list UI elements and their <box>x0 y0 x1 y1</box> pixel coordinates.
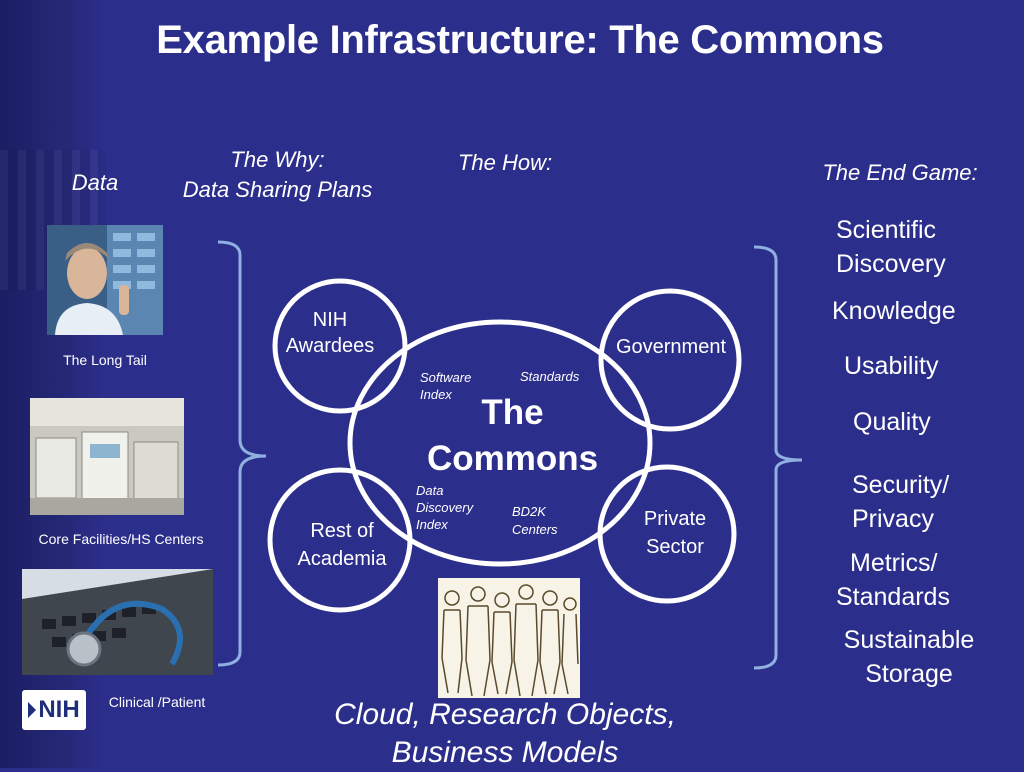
commons-title-line1: The <box>481 393 544 432</box>
nih-logo-text: NIH <box>38 696 80 723</box>
commons-ellipse <box>347 319 653 567</box>
standards-label: Standards <box>520 369 580 384</box>
why-header-line1: The Why: <box>230 147 325 172</box>
nih-logo: NIH <box>22 690 86 730</box>
end-game-text: Sustainable <box>843 626 975 654</box>
software-index-label: Software Index <box>420 369 471 403</box>
nih-awardees-line1: NIH <box>312 309 348 331</box>
chevron-right-icon <box>28 702 37 718</box>
core-facilities-caption: Core Facilities/HS Centers <box>38 531 204 547</box>
nih-awardees-line2: Awardees <box>285 335 375 357</box>
why-header: The Why: Data Sharing Plans <box>150 145 405 205</box>
government-label: Government <box>615 336 727 358</box>
scientist-touchscreen-photo-icon <box>47 225 163 335</box>
ddi-line3: Index <box>416 517 448 532</box>
end-game-item-usability: Usability <box>844 352 939 380</box>
data-header: Data <box>71 170 119 195</box>
long-tail-photo <box>47 225 163 335</box>
clinical-photo <box>22 569 213 675</box>
private-sector-line1: Private <box>643 508 707 530</box>
bd2k-line1: BD2K <box>512 504 546 519</box>
private-sector-label: Private Sector <box>615 505 735 561</box>
commons-title: The Commons <box>400 390 625 482</box>
footer-line1: Cloud, Research Objects, <box>334 698 676 731</box>
software-index-line1: Software <box>420 370 472 385</box>
private-sector-circle <box>597 464 737 604</box>
people-sketch <box>438 578 580 698</box>
bd2k-line2: Centers <box>512 522 558 537</box>
right-bracket <box>753 245 803 670</box>
commons-title-line2: Commons <box>426 439 599 478</box>
rest-of-academia-line2: Academia <box>297 548 387 570</box>
core-facilities-photo <box>30 398 184 515</box>
nih-awardees-label: NIH Awardees <box>270 307 390 359</box>
software-index-line2: Index <box>420 387 452 402</box>
end-game-text: Discovery <box>836 250 946 278</box>
why-header-line2: Data Sharing Plans <box>182 177 373 202</box>
bd2k-centers-label: BD2K Centers <box>512 503 558 539</box>
end-game-item-sustainable-storage: Sustainable Storage <box>826 623 992 691</box>
end-game-text: Security/ <box>852 471 950 499</box>
left-bracket <box>217 240 267 667</box>
crowd-sketch-icon <box>441 584 579 697</box>
clinical-caption: Clinical /Patient <box>108 694 206 710</box>
end-game-item-metrics-standards: Metrics/ Standards <box>836 546 950 614</box>
end-game-text: Metrics/ <box>850 549 938 577</box>
stethoscope-laptop-photo-icon <box>22 569 213 675</box>
long-tail-caption: The Long Tail <box>63 352 147 368</box>
rest-of-academia-line1: Rest of <box>310 520 374 542</box>
end-game-text: Privacy <box>852 505 934 533</box>
footer-caption: Cloud, Research Objects, Business Models <box>250 696 760 772</box>
end-game-item-security-privacy: Security/ Privacy <box>852 468 949 536</box>
end-game-text: Scientific <box>836 216 937 244</box>
page-title: Example Infrastructure: The Commons <box>156 18 884 62</box>
nih-awardees-circle <box>272 278 408 414</box>
footer-line2: Business Models <box>391 736 619 769</box>
laboratory-photo-icon <box>30 398 184 515</box>
end-game-item-quality: Quality <box>853 408 931 436</box>
end-game-item-scientific-discovery: Scientific Discovery <box>836 213 946 281</box>
end-game-item-knowledge: Knowledge <box>832 297 956 325</box>
data-discovery-index-label: Data Discovery Index <box>416 482 473 533</box>
rest-of-academia-circle <box>267 467 413 613</box>
ddi-line2: Discovery <box>416 500 474 515</box>
government-circle <box>598 288 742 432</box>
how-header: The How: <box>457 150 553 175</box>
end-game-header: The End Game: <box>822 160 978 185</box>
private-sector-line2: Sector <box>646 536 704 558</box>
end-game-text: Standards <box>836 583 950 611</box>
end-game-text: Storage <box>865 660 953 688</box>
ddi-line1: Data <box>416 483 444 498</box>
rest-of-academia-label: Rest of Academia <box>282 517 402 573</box>
